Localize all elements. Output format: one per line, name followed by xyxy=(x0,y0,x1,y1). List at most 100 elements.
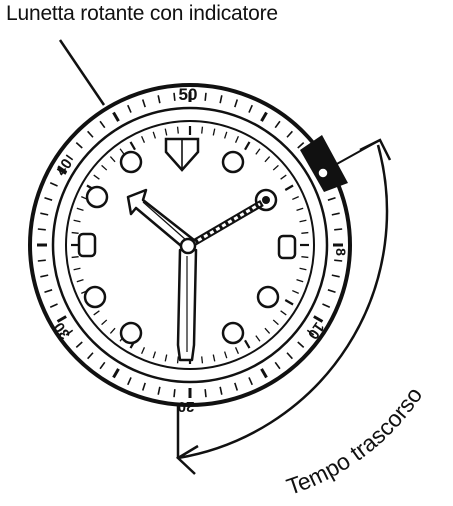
bezel-tick xyxy=(219,95,223,104)
bezel-tick xyxy=(173,92,176,101)
bezel-tick xyxy=(234,99,239,108)
dial-tick xyxy=(152,131,157,139)
dial-tick xyxy=(264,156,271,163)
hour-marker-1 xyxy=(221,150,245,174)
dial-tick xyxy=(296,278,304,283)
bezel-minute-ticks xyxy=(37,92,343,398)
hour-marker-8 xyxy=(83,285,107,309)
bezel-number-40: 40 xyxy=(53,156,76,179)
bezel-marker-8: 8 xyxy=(333,248,349,256)
dial-tick xyxy=(255,148,261,155)
bezel-tick xyxy=(44,289,53,294)
dial-tick xyxy=(280,174,287,180)
bezel-tick xyxy=(306,329,315,336)
bezel-tick xyxy=(49,303,58,308)
dial-tick xyxy=(76,278,84,283)
dial-tick xyxy=(71,231,79,234)
dial-tick xyxy=(284,184,294,191)
bezel-number-50: 50 xyxy=(179,85,198,104)
dial-tick xyxy=(93,174,100,180)
bezel-tick xyxy=(44,196,53,201)
hour-marker-10 xyxy=(85,185,109,209)
hour-marker-3 xyxy=(277,234,297,260)
dial-tick xyxy=(212,128,216,136)
dial-tick xyxy=(176,126,179,134)
bezel-tick xyxy=(274,120,281,129)
dial-tick xyxy=(223,131,228,139)
dial-tick xyxy=(292,289,299,294)
dial-tick xyxy=(176,356,179,364)
dial-tick xyxy=(152,351,157,359)
dial-tick xyxy=(299,219,307,223)
bezel-tick xyxy=(219,386,223,395)
bezel-tick xyxy=(286,352,293,360)
bezel-tick xyxy=(40,274,49,278)
bezel-tick xyxy=(322,303,331,308)
dial-tick xyxy=(201,126,204,134)
bezel-leader-line xyxy=(58,39,106,106)
dial-tick xyxy=(76,207,84,212)
bezel-indicator-dot xyxy=(317,167,329,179)
second-hand xyxy=(188,199,264,249)
bezel-tick xyxy=(127,377,132,386)
dial-tick xyxy=(101,319,108,326)
bezel-tick xyxy=(87,352,94,360)
bezel-tick xyxy=(274,361,281,370)
dial-tick xyxy=(272,164,279,171)
dial-tick xyxy=(119,148,125,155)
dial-tick xyxy=(141,347,146,354)
dial-tick xyxy=(141,136,146,143)
dial-tick xyxy=(234,347,239,354)
dial-minute-ticks xyxy=(71,126,309,364)
bezel-tick xyxy=(313,315,324,323)
dial-tick xyxy=(223,351,228,359)
bezel-tick xyxy=(37,228,46,231)
dial-tick xyxy=(93,310,100,316)
dial-tick xyxy=(212,354,216,362)
bezel-tick xyxy=(157,95,161,104)
dial-tick xyxy=(296,207,304,212)
indicator-pointer-line xyxy=(334,139,381,166)
bezel-tick xyxy=(75,142,83,149)
dial-tick xyxy=(73,267,81,271)
elapsed-arc xyxy=(177,144,389,460)
bezel-tick xyxy=(260,111,268,122)
bezel-tick xyxy=(327,196,336,201)
bezel-tick xyxy=(49,182,58,187)
bezel-tick xyxy=(141,99,146,108)
bezel-callout-label: Lunetta rotante con indicatore xyxy=(6,2,278,25)
dial-tick xyxy=(129,141,136,151)
bezel-tick xyxy=(112,368,120,379)
hour-marker-4 xyxy=(256,285,280,309)
dial-tick xyxy=(73,219,81,223)
bezel-tick xyxy=(334,228,343,231)
bezel-tick xyxy=(87,130,94,138)
bezel-tick xyxy=(173,389,176,398)
dial-tick xyxy=(284,299,294,306)
bezel-tick xyxy=(65,329,74,336)
bezel-tick xyxy=(56,167,67,175)
bezel-tick xyxy=(204,389,207,398)
bezel-tick xyxy=(37,259,46,262)
bezel-tick xyxy=(234,382,239,391)
bezel-tick xyxy=(75,341,83,348)
dial-tick xyxy=(244,339,251,349)
hour-marker-11 xyxy=(119,150,143,174)
bezel-tick xyxy=(204,92,207,101)
bezel-tick xyxy=(157,386,161,395)
bezel-tick xyxy=(127,104,132,113)
bezel-tick xyxy=(141,382,146,391)
dial-tick xyxy=(244,141,251,151)
bezel-tick xyxy=(248,377,253,386)
dial-tick xyxy=(109,327,116,334)
elapsed-time-label: Tempo trascorso xyxy=(283,382,427,500)
dial-tick xyxy=(71,256,79,259)
hour-marker-5 xyxy=(221,321,245,345)
center-pin xyxy=(179,237,197,255)
dial-tick xyxy=(109,156,116,163)
bezel-number-20: 20 xyxy=(178,398,195,415)
bezel-tick xyxy=(112,111,120,122)
bezel-tick xyxy=(40,212,49,216)
